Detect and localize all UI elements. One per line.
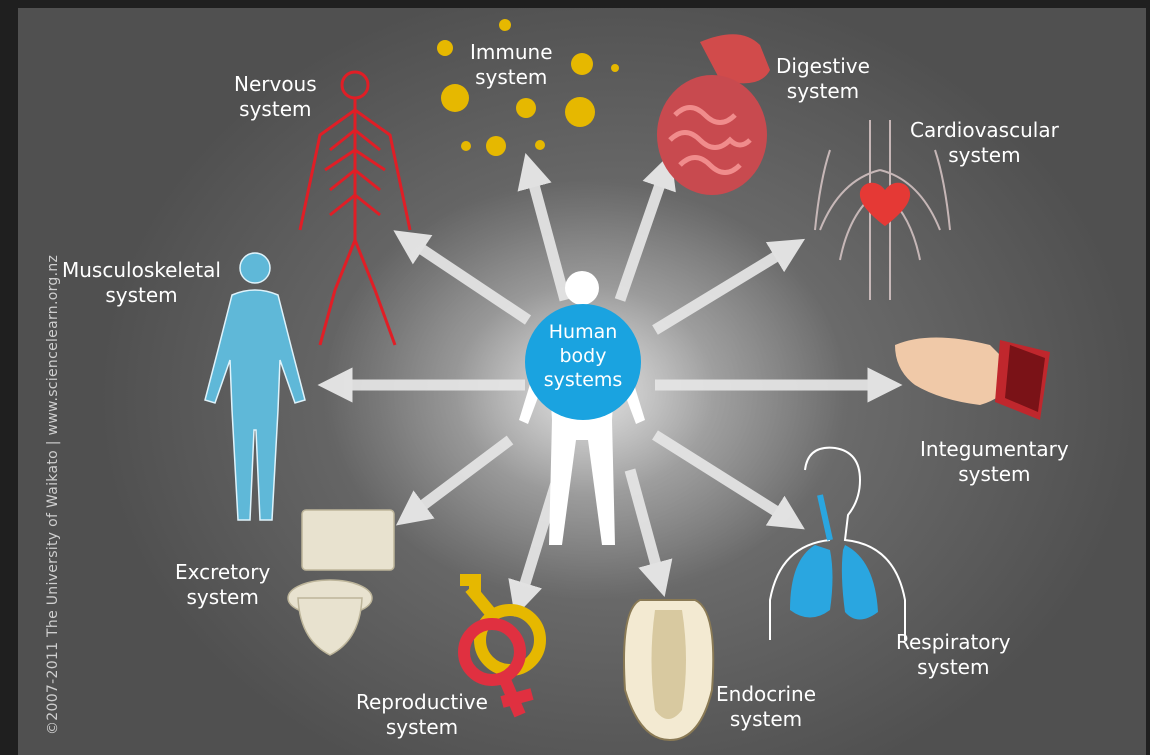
endocrine-gland-figure [624,600,713,740]
hand-skin-figure [895,338,1050,421]
copyright-credit: ©2007-2011 The University of Waikato | w… [45,255,61,735]
heart-icon [860,183,910,226]
toilet-figure [288,510,394,655]
digestive-organs [657,34,770,195]
